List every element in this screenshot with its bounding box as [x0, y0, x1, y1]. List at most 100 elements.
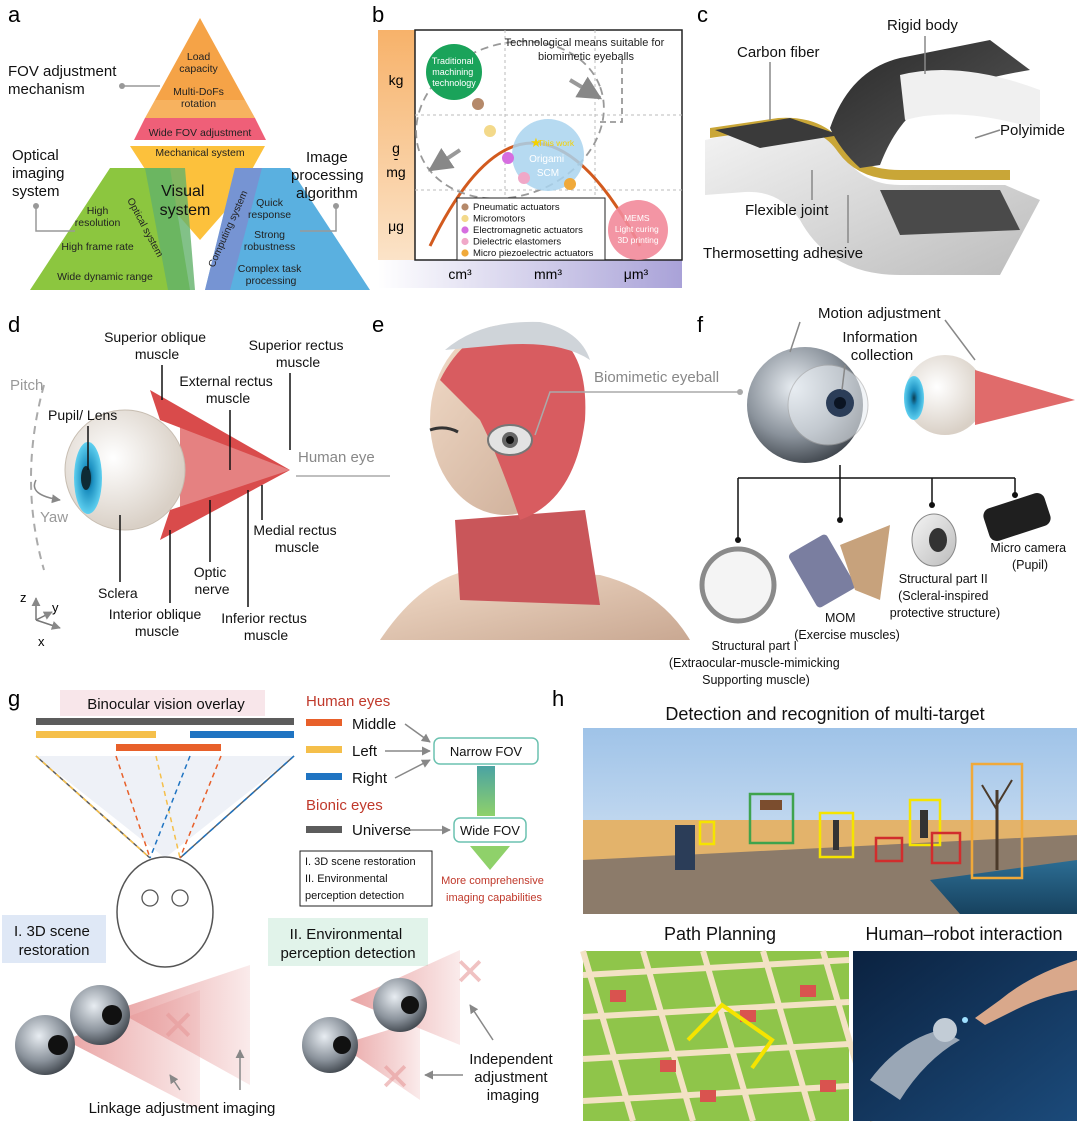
structural-part-1-ring [699, 546, 777, 624]
mems-bubble [608, 200, 668, 260]
mom-label: MOM (Exercise muscles) [794, 611, 900, 642]
human-hand-icon [975, 960, 1077, 1025]
right-ray-a [149, 755, 191, 859]
tree-branch-2 [996, 779, 1013, 806]
legend-items: Pneumatic actuatorsMicromotorsElectromag… [461, 202, 594, 259]
pneumatic-dot [472, 98, 484, 110]
branch-camera-dot [1012, 492, 1018, 498]
legend-swatch-1 [461, 214, 469, 223]
axis-x-label: x [38, 634, 45, 649]
lifeguard-tower [760, 800, 782, 810]
application-list-box [299, 850, 433, 907]
bionic-eye-4-lens [333, 1036, 351, 1054]
adhesive-label: Thermosetting adhesive [703, 245, 863, 262]
sea [930, 860, 1077, 914]
biomimetic-eyeball-pupil [506, 436, 514, 444]
panel-c: c Carbon fiber Rigid body Polyimide Flex… [697, 2, 1065, 275]
neck-muscles [455, 510, 600, 605]
panel-b: b kg g - mg μg cm³ mm³ μm³ Traditional m… [372, 2, 683, 288]
overlay-title: Binocular vision overlay [87, 696, 245, 713]
mom-plate-icon [788, 534, 856, 608]
cyclist [920, 810, 928, 838]
legend-swatch-4 [461, 249, 469, 257]
narrow-fov-box [433, 737, 539, 765]
head-right-eye [171, 889, 189, 907]
polyimide-wing [900, 70, 1040, 130]
bionic-eye-3-icon [373, 978, 427, 1032]
tree-branch-1 [981, 784, 998, 811]
legend-right-label: Right [352, 770, 388, 787]
legend-middle-swatch [306, 719, 342, 726]
head-outline-icon [116, 856, 214, 968]
human-eye-line [944, 319, 976, 361]
callout-optical-line [35, 206, 75, 232]
target-x-icon-3: ✕ [379, 1057, 411, 1099]
callout-optical: Optical imaging system [12, 147, 69, 200]
map-house-3 [800, 985, 816, 997]
pupil-lens-label: Pupil/ Lens [48, 407, 117, 423]
top-texts: Load capacity Multi-DoFs rotation Wide F… [149, 51, 252, 139]
panel-f: f Motion adjustment Information collecti… [669, 305, 1075, 687]
left-ray-a [35, 755, 151, 859]
callout-image-dot [333, 203, 339, 209]
bust-base [380, 570, 690, 640]
y-tick-g: g [392, 140, 400, 156]
human-eye-label: Human eye [298, 449, 375, 466]
panel-e-label: e [372, 312, 384, 337]
planned-path [686, 1002, 775, 1070]
polyimide-line [974, 129, 1001, 139]
mechanical-system-label: Mechanical system [155, 147, 245, 159]
carbon-fiber-label: Carbon fiber [737, 44, 820, 61]
linkage-arrow-2 [169, 1074, 181, 1091]
fov-cone [36, 756, 294, 858]
universe-bar [36, 718, 294, 725]
callout-image-processing: Image processing algorithm [291, 149, 368, 202]
panel-c-label: c [697, 2, 708, 27]
narrow-fov-label: Narrow FOV [450, 744, 523, 759]
micro-camera-icon [983, 493, 1051, 541]
polyimide-layer [705, 123, 1040, 275]
callout-optical-dot [33, 203, 39, 209]
carbon-fiber-plate-left [715, 118, 840, 148]
right-bar [190, 731, 294, 738]
left-bar [36, 731, 156, 738]
axis-z-label: z [20, 590, 27, 605]
detection-box-dog-1 [874, 836, 904, 863]
panel-g-label: g [8, 686, 20, 711]
target-x-icon-1: ✕ [160, 1002, 195, 1049]
bionic-eye-2-icon [70, 985, 130, 1045]
detection-box-kiosk [698, 820, 716, 846]
y-tick-ug: μg [388, 218, 404, 234]
panel-e: e Biomimetic eyeball [372, 312, 743, 640]
env-title-bg [268, 918, 428, 966]
panel-d-label: d [8, 312, 20, 337]
robot-arm-icon [870, 1030, 960, 1100]
mechanical-system-band [134, 118, 266, 140]
left-texts: High resolution High frame rate Wide dyn… [57, 205, 153, 283]
right-texts: Quick response Strong robustness Complex… [238, 197, 305, 287]
biomimetic-eyeball-dot [737, 389, 743, 395]
superior-oblique-label: Superior oblique muscle [104, 329, 210, 362]
info-line [841, 364, 846, 391]
person-1 [833, 820, 839, 850]
arrow-middle [404, 723, 431, 743]
callout-image-line [300, 206, 337, 232]
inferior-rectus-label: Inferior rectus muscle [221, 610, 310, 643]
pitch-arc [30, 384, 45, 571]
eyebrow [429, 426, 459, 434]
detection-box-person-1 [818, 811, 855, 859]
legend-label-0: Pneumatic actuators [473, 202, 560, 213]
x-tick-um3: μm³ [624, 266, 649, 282]
y-tick-mg: mg [386, 164, 405, 180]
legend-label-3: Dielectric elastomers [473, 237, 561, 248]
piezo-dot [564, 178, 576, 190]
superior-rectus-label: Superior rectus muscle [249, 337, 348, 370]
mems-text: MEMS Light curing 3D printing [615, 213, 661, 245]
x-tick-mm3: mm³ [534, 266, 562, 282]
inferior-muscles [160, 470, 290, 540]
middle-ray-b [179, 755, 222, 859]
micromotors-dot [484, 125, 496, 137]
rigid-body-label: Rigid body [887, 17, 958, 34]
facial-muscles [440, 324, 586, 520]
dielectric-dot [518, 172, 530, 184]
